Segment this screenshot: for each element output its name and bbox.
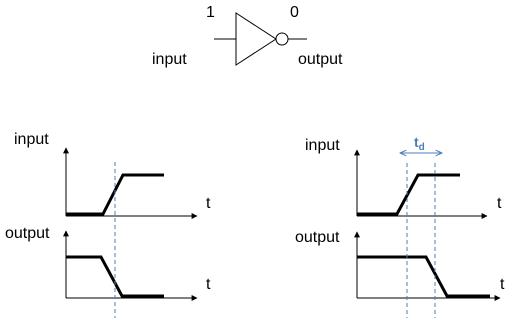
left-input-t-label: t	[206, 195, 211, 212]
right-output-signal	[357, 255, 490, 298]
left-input-label: input	[14, 131, 49, 148]
right-output-t-label: t	[500, 276, 505, 293]
delay-subscript: d	[419, 142, 425, 153]
inverter-output-value: 0	[290, 4, 299, 21]
left-waveforms: input t output t	[5, 131, 211, 318]
inverter-input-value: 1	[206, 4, 215, 21]
right-output-label: output	[295, 229, 340, 246]
left-output-t-label: t	[206, 276, 211, 293]
inverter-input-label: input	[152, 51, 187, 68]
inverter-output-label: output	[298, 51, 343, 68]
delay-symbol: t	[414, 134, 419, 150]
inverter-gate	[214, 12, 307, 66]
delay-label: td	[414, 134, 425, 153]
right-input-signal	[357, 173, 460, 216]
inverter-bubble	[275, 32, 289, 46]
left-output-label: output	[5, 225, 50, 242]
left-output-signal	[66, 255, 164, 298]
inverter-triangle	[235, 12, 277, 66]
right-input-t-label: t	[497, 195, 502, 212]
right-waveforms: input t output t td	[295, 134, 505, 318]
left-input-signal	[66, 173, 164, 216]
right-input-label: input	[305, 137, 340, 154]
